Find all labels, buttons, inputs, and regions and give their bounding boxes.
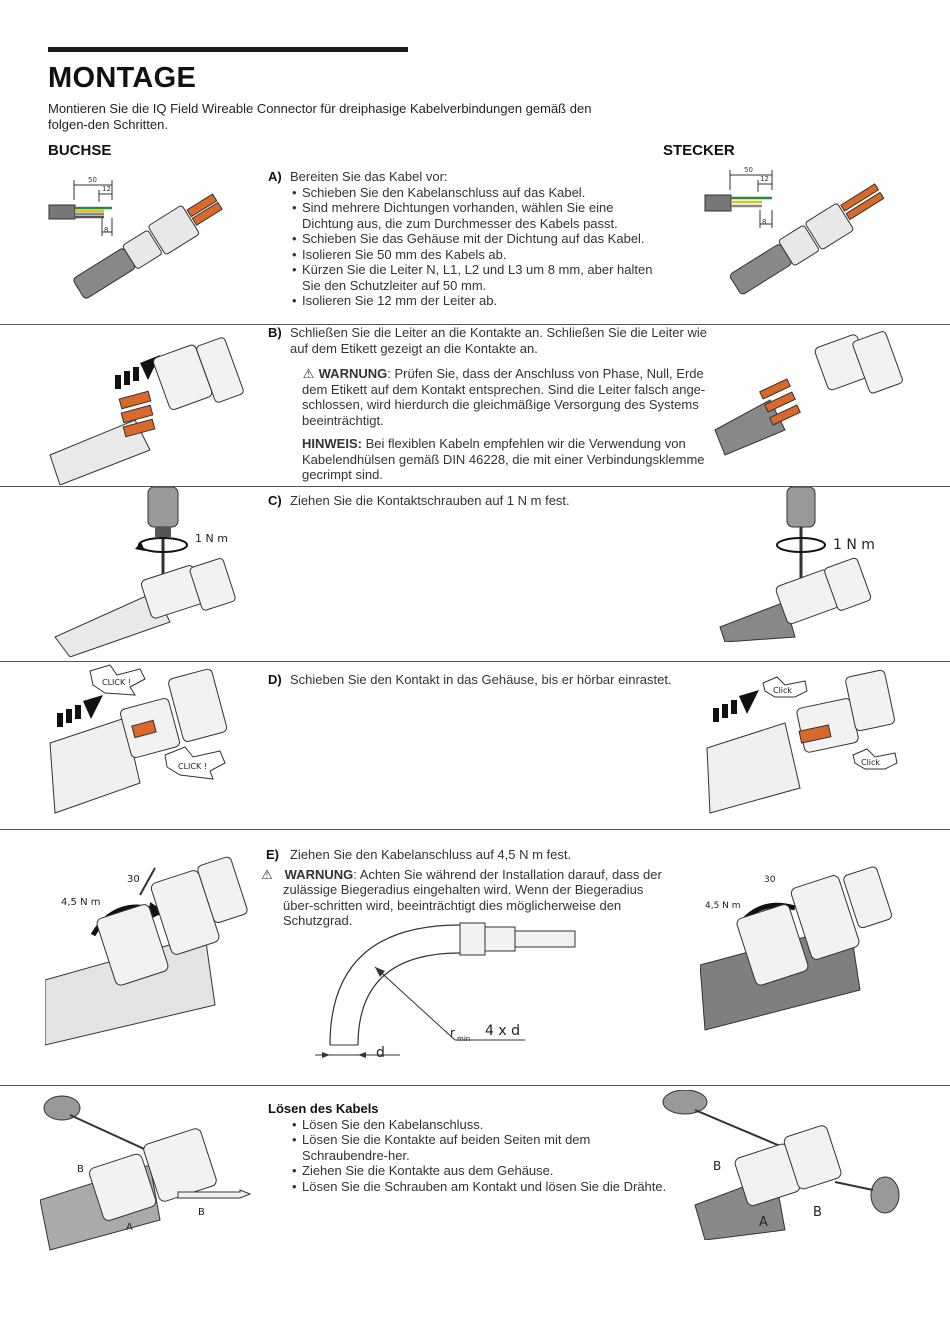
list-item: Sind mehrere Dichtungen vorhanden, wähle… [290, 200, 668, 231]
wire-connect-illustration-stecker [714, 331, 903, 456]
step-a: A) Bereiten Sie das Kabel vor: Schieben … [268, 169, 668, 309]
release-list: Lösen Sie den Kabelanschluss. Lösen Sie … [290, 1117, 668, 1195]
step-e-warning: ⚠ WARNUNG: Achten Sie während der Instal… [261, 866, 668, 929]
step-c-letter: C) [268, 493, 282, 508]
label-b: B [813, 1205, 822, 1220]
warning-text: : Prüfen Sie, dass der Anschluss von Pha… [302, 366, 706, 428]
step-a-letter: A) [268, 169, 282, 184]
warning-text: : Achten Sie während der Installation da… [283, 866, 662, 929]
cable-gland-tighten-illustration-buchse: 4,5 N m 30 [45, 856, 248, 1046]
click-label-lower: CLICK ! [178, 762, 207, 771]
section-divider [0, 661, 950, 662]
torque-1nm-label: 1 N m [833, 537, 875, 553]
step-c: C) Ziehen Sie die Kontaktschrauben auf 1… [268, 493, 688, 509]
diameter-label: d [376, 1045, 385, 1061]
bending-radius-diagram: r min 4 x d d [315, 922, 576, 1061]
warning-icon: ⚠ [302, 366, 315, 381]
dim-12-label: 12 [760, 175, 769, 183]
wrench-size-label: 30 [127, 874, 140, 885]
intro-text: Montieren Sie die IQ Field Wireable Conn… [48, 101, 592, 132]
list-item: Isolieren Sie 50 mm des Kabels ab. [290, 247, 668, 263]
list-item: Schieben Sie den Kabelanschluss auf das … [290, 185, 668, 201]
click-label-right-lower: Click [861, 758, 880, 767]
step-a-list: Schieben Sie den Kabelanschluss auf das … [290, 185, 668, 309]
wrench-size-label: 30 [764, 875, 776, 885]
torque-4-5nm-label: 4,5 N m [705, 901, 741, 911]
section-divider [0, 324, 950, 325]
column-heading-buchse: BUCHSE [48, 142, 112, 159]
section-divider [0, 829, 950, 830]
top-rule [48, 47, 408, 52]
dim-50-label: 50 [88, 176, 97, 184]
torque-1nm-label: 1 N m [195, 532, 228, 545]
step-b-text: Schließen Sie die Leiter an die Kontakte… [290, 325, 707, 356]
radius-min-label: min [457, 1035, 470, 1043]
click-label-right-upper: Click [773, 686, 792, 695]
step-e-letter: E) [266, 847, 279, 862]
warning-label: WARNUNG [318, 366, 388, 381]
cable-gland-tighten-illustration-stecker: 4,5 N m 30 [700, 866, 892, 1031]
release-illustration-stecker: B A B [662, 1090, 900, 1240]
dim-12-label: 12 [102, 185, 111, 193]
click-insert-illustration-stecker: Click Click [706, 669, 898, 814]
list-item: Lösen Sie die Kontakte auf beiden Seiten… [290, 1132, 668, 1163]
label-b: B [198, 1207, 205, 1218]
dim-50-label: 50 [744, 166, 753, 174]
cable-prep-illustration-stecker: 50 12 8 [704, 166, 885, 295]
screw-tighten-illustration-buchse: 1 N m [54, 487, 236, 657]
release-illustration-buchse: B A B [40, 1095, 252, 1251]
page-title: MONTAGE [48, 62, 197, 94]
release-heading: Lösen des Kabels [268, 1101, 379, 1116]
warning-icon: ⚠ [261, 866, 273, 882]
click-insert-illustration-buchse: CLICK ! CLICK ! [49, 664, 228, 814]
hint-label: HINWEIS: [302, 436, 362, 451]
step-b: B) Schließen Sie die Leiter an die Konta… [268, 325, 713, 483]
column-heading-stecker: STECKER [663, 142, 735, 159]
step-d-text: Schieben Sie den Kontakt in das Gehäuse,… [290, 672, 672, 687]
dim-8-label: 8 [762, 218, 766, 226]
step-d-letter: D) [268, 672, 282, 687]
step-a-lead: Bereiten Sie das Kabel vor: [290, 169, 448, 184]
warning-label: WARNUNG [284, 866, 354, 882]
screw-tighten-illustration-stecker: 1 N m [719, 487, 875, 642]
list-item: Isolieren Sie 12 mm der Leiter ab. [290, 293, 668, 309]
wire-connect-illustration-buchse [49, 337, 244, 485]
step-release: Lösen des Kabels Lösen Sie den Kabelansc… [268, 1101, 668, 1194]
step-e: E) Ziehen Sie den Kabelanschluss auf 4,5… [261, 847, 668, 929]
hint-text: Bei flexiblen Kabeln empfehlen wir die V… [302, 436, 705, 482]
list-item: Lösen Sie den Kabelanschluss. [290, 1117, 668, 1133]
label-b: B [713, 1159, 721, 1173]
click-label-upper: CLICK ! [102, 678, 131, 687]
step-e-text: Ziehen Sie den Kabelanschluss auf 4,5 N … [290, 847, 572, 862]
step-d: D) Schieben Sie den Kontakt in das Gehäu… [268, 672, 688, 688]
list-item: Kürzen Sie die Leiter N, L1, L2 und L3 u… [290, 262, 668, 293]
radius-r-label: r [450, 1026, 455, 1040]
step-c-text: Ziehen Sie die Kontaktschrauben auf 1 N … [290, 493, 570, 508]
list-item: Ziehen Sie die Kontakte aus dem Gehäuse. [290, 1163, 668, 1179]
step-b-letter: B) [268, 325, 282, 340]
step-b-hint: HINWEIS: Bei flexiblen Kabeln empfehlen … [302, 436, 713, 483]
step-b-warning: ⚠ WARNUNG: Prüfen Sie, dass der Anschlus… [302, 366, 713, 428]
list-item: Schieben Sie das Gehäuse mit der Dichtun… [290, 231, 668, 247]
label-a: A [126, 1222, 133, 1233]
section-divider [0, 1085, 950, 1086]
label-b: B [77, 1164, 84, 1175]
list-item: Lösen Sie die Schrauben am Kontakt und l… [290, 1179, 668, 1195]
torque-4-5nm-label: 4,5 N m [61, 897, 100, 908]
dim-8-label: 8 [104, 226, 108, 234]
section-divider [0, 486, 950, 487]
cable-prep-illustration-buchse: 50 12 8 [48, 176, 223, 299]
label-a: A [759, 1215, 768, 1230]
radius-value-label: 4 x d [485, 1023, 520, 1039]
